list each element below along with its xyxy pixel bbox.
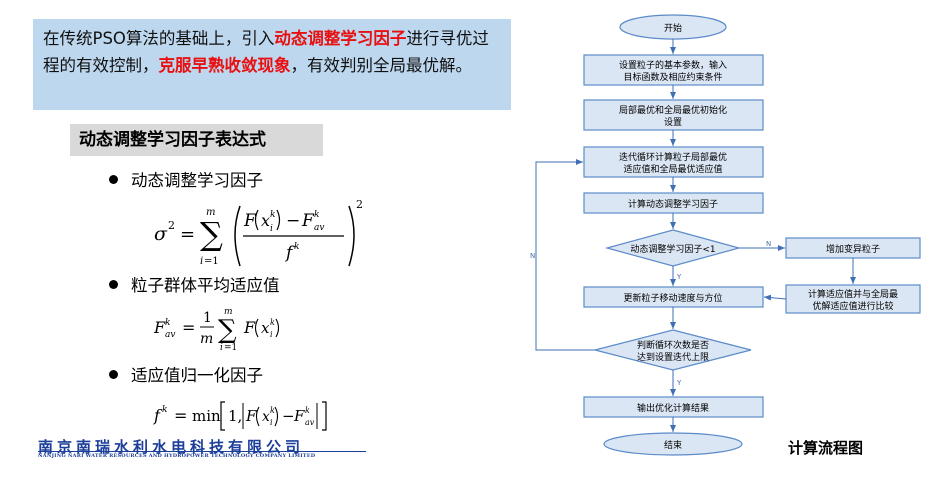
connector <box>763 294 787 301</box>
intro-text-3: ，有效判别全局最优解。 <box>290 56 473 75</box>
logo-divider <box>38 451 366 452</box>
svg-text:∑: ∑ <box>200 215 223 253</box>
node-label: 计算适应值并与全局最 <box>808 288 898 300</box>
end-node <box>603 432 743 456</box>
svg-text:av: av <box>165 330 175 340</box>
bullet-label: 动态调整学习因子 <box>131 171 263 190</box>
svg-text:av: av <box>314 223 324 233</box>
svg-text:−: − <box>286 211 300 231</box>
svg-text:∑: ∑ <box>218 315 237 345</box>
svg-text:k: k <box>305 406 310 415</box>
svg-text:i: i <box>200 256 203 267</box>
svg-text:k: k <box>314 210 319 220</box>
svg-text:k: k <box>165 318 170 328</box>
svg-text:−: − <box>282 407 295 425</box>
svg-text:F: F <box>245 407 257 425</box>
branch-label-y: Y <box>676 379 682 387</box>
intro-text-2: 进行寻优过程的有效控制， <box>43 29 489 75</box>
svg-text:1: 1 <box>203 310 212 326</box>
svg-text:x: x <box>261 211 270 230</box>
node-label: 计算动态调整学习因子 <box>628 198 718 210</box>
node-label: 目标函数及相应约束条件 <box>623 71 722 83</box>
node-label: 适应值和全局最优适应值 <box>623 163 722 175</box>
svg-text:F: F <box>301 211 315 231</box>
intro-text-1: 在传统PSO算法的基础上，引入 <box>43 29 275 48</box>
node-label: 迭代循环计算粒子局部最优 <box>619 151 727 163</box>
branch-label-n: N <box>530 252 535 260</box>
svg-text:i: i <box>270 224 273 234</box>
loop-connector <box>535 159 595 351</box>
svg-text:x: x <box>262 409 270 425</box>
svg-text:i: i <box>270 330 273 339</box>
svg-text:=: = <box>174 406 187 425</box>
svg-text:2: 2 <box>356 198 363 211</box>
bullet-label: 适应值归一化因子 <box>131 366 263 385</box>
node-label: 优解适应值进行比较 <box>812 300 893 312</box>
node-label: 设置 <box>664 117 682 128</box>
formula-normalize: f k = min 1, F x k i − F k av <box>153 401 327 431</box>
bullet-item: 适应值归一化因子 <box>109 366 263 386</box>
node-label: 设置粒子的基本参数，输入 <box>619 59 727 71</box>
bullet-item: 动态调整学习因子 <box>109 171 263 191</box>
flowchart-caption: 计算流程图 <box>788 439 864 457</box>
process-compare <box>785 284 921 314</box>
bullet-dot-icon <box>109 370 118 379</box>
svg-text:i: i <box>270 418 273 427</box>
node-label: 达到设置迭代上限 <box>637 351 709 363</box>
process-iterate <box>583 146 764 178</box>
section-title: 动态调整学习因子表达式 <box>70 124 323 156</box>
branch-label-n: N <box>766 240 771 248</box>
svg-text:F: F <box>293 407 305 425</box>
svg-text:1,: 1, <box>228 407 242 425</box>
node-label: 动态调整学习因子<1 <box>630 243 715 255</box>
svg-text:f: f <box>284 243 295 263</box>
svg-text:F: F <box>243 211 257 231</box>
intro-highlight-1: 动态调整学习因子 <box>274 29 407 48</box>
node-label: 局部最优和全局最优初始化 <box>619 104 727 116</box>
svg-text:=1: =1 <box>224 343 237 353</box>
svg-text:F: F <box>153 318 166 337</box>
bullet-item: 粒子群体平均适应值 <box>109 276 280 296</box>
svg-text:k: k <box>162 405 167 415</box>
svg-text:m: m <box>200 331 213 347</box>
svg-text:=1: =1 <box>204 256 219 267</box>
process-setup <box>583 54 764 86</box>
formula-average: F k av = 1 m ∑ m i=1 F x k i <box>153 307 280 353</box>
node-label: 开始 <box>664 22 682 34</box>
svg-text:m: m <box>206 207 215 218</box>
formula-sigma: σ 2 = ∑ m i=1 F x k i − F k av f k 2 <box>154 198 363 267</box>
bullet-dot-icon <box>109 175 118 184</box>
svg-text:F: F <box>243 318 256 337</box>
node-label: 输出优化计算结果 <box>637 402 709 414</box>
bullet-label: 粒子群体平均适应值 <box>131 276 280 295</box>
bullet-dot-icon <box>109 280 118 289</box>
intro-highlight-2: 克服早熟收敛现象 <box>158 56 291 75</box>
svg-text:k: k <box>270 318 275 327</box>
svg-text:σ: σ <box>154 223 168 245</box>
svg-text:k: k <box>270 210 275 220</box>
company-logo-en: NANJING NARI WATER RESOURCES AND HYDROPO… <box>38 453 316 459</box>
svg-text:=: = <box>182 318 195 337</box>
node-label: 更新粒子移动速度与方位 <box>623 292 722 304</box>
svg-text:=: = <box>180 224 195 245</box>
intro-text: 在传统PSO算法的基础上，引入动态调整学习因子进行寻优过程的有效控制，克服早熟收… <box>33 19 511 110</box>
svg-text:2: 2 <box>168 219 175 232</box>
node-label: 结束 <box>664 439 682 451</box>
svg-text:x: x <box>261 319 270 337</box>
node-label: 判断循环次数是否 <box>637 339 709 351</box>
svg-text:av: av <box>305 418 315 427</box>
branch-label-y: Y <box>676 273 682 281</box>
node-label: 增加变异粒子 <box>826 243 880 255</box>
svg-text:k: k <box>294 242 299 252</box>
flowchart: 开始 设置粒子的基本参数，输入 目标函数及相应约束条件 局部最优和全局最优初始化… <box>530 14 921 456</box>
svg-text:i: i <box>220 343 223 353</box>
svg-text:f: f <box>153 406 163 425</box>
svg-text:k: k <box>270 406 275 415</box>
svg-text:min: min <box>192 407 221 425</box>
svg-text:m: m <box>224 307 233 317</box>
